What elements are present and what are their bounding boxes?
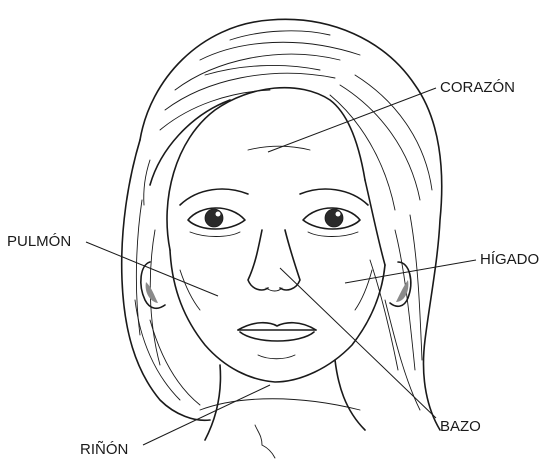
eyebrows [180,189,368,205]
label-higado: HÍGADO [480,251,539,268]
label-rinon: RIÑÓN [80,441,128,458]
nose [248,230,300,291]
label-corazon: CORAZÓN [440,79,515,96]
mouth [238,323,316,359]
label-bazo: BAZO [440,418,481,435]
neck [200,360,365,458]
left-eye [188,208,245,237]
hair [122,19,442,430]
face-outline [141,250,411,382]
label-pulmon: PULMÓN [7,233,71,250]
leader-corazon [268,88,436,152]
right-eye [303,208,360,237]
